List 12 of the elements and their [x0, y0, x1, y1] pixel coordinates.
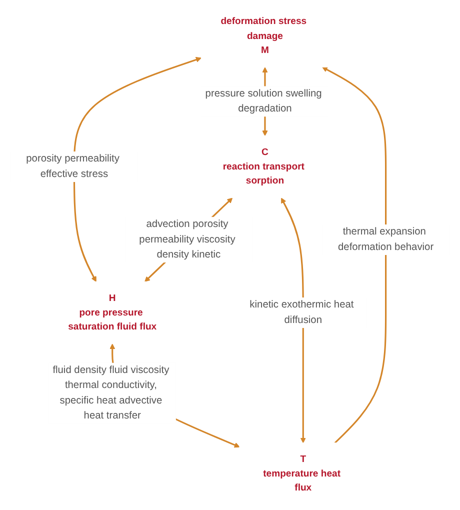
- arrow: [73, 56, 202, 282]
- node-text: C reaction transport sorption: [222, 146, 304, 186]
- edge-label: pressure solution swelling degradation: [205, 88, 322, 114]
- node-text: H pore pressure saturation fluid flux: [68, 292, 157, 332]
- node-text: deformation stress damage M: [220, 16, 307, 56]
- arrow: [322, 66, 387, 444]
- edge-label: advection porosity permeability viscosity density kinetic: [139, 218, 236, 260]
- node-text: T temperature heat flux: [263, 454, 341, 494]
- edge-label: kinetic exothermic heat diffusion: [250, 299, 354, 326]
- edge-label: thermal expansion deformation behavior: [338, 226, 434, 252]
- edge-label: porosity permeability effective stress: [26, 153, 120, 180]
- edge-label: fluid density fluid viscosity thermal conductivity, specific heat advective heat transfer: [52, 364, 170, 422]
